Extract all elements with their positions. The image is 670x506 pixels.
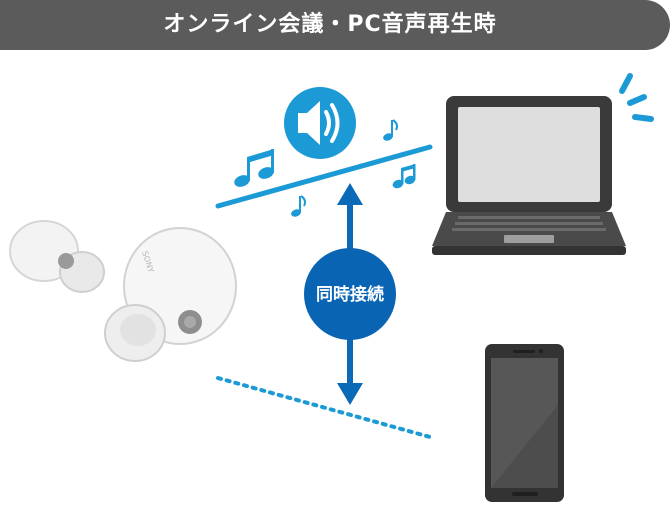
music-note-icon bbox=[234, 149, 274, 187]
header-title: オンライン会議・PC音声再生時 bbox=[163, 12, 497, 37]
smartphone-icon bbox=[485, 344, 564, 502]
laptop-icon bbox=[432, 96, 626, 255]
speaker-volume-icon bbox=[284, 87, 356, 159]
sound-emission-icon bbox=[619, 73, 654, 122]
pc-audio-line bbox=[215, 144, 433, 209]
phone-connection-line bbox=[216, 376, 432, 439]
music-note-icon bbox=[291, 195, 306, 217]
simultaneous-connection-badge: 同時接続 bbox=[304, 248, 396, 340]
music-note-icon bbox=[392, 164, 416, 189]
connection-label: 同時接続 bbox=[316, 284, 384, 305]
music-note-icon bbox=[383, 119, 398, 141]
header-banner: オンライン会議・PC音声再生時 bbox=[0, 0, 670, 50]
wireless-earbuds-icon: SONY bbox=[9, 220, 237, 362]
